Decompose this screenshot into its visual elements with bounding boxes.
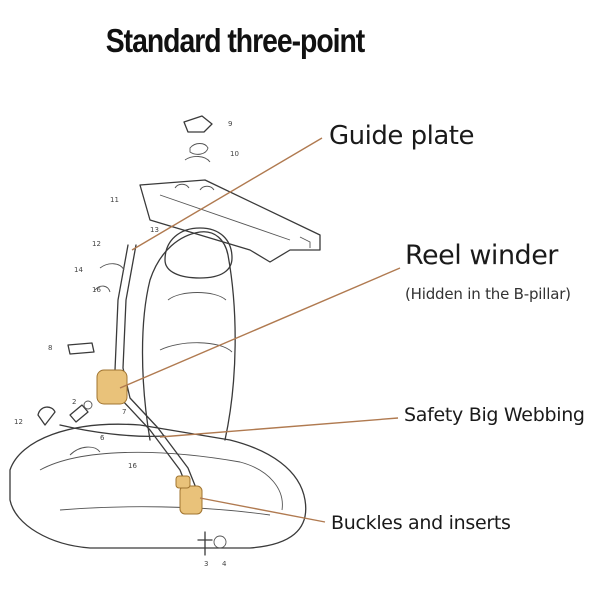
leader-reel-winder bbox=[119, 267, 401, 389]
callout-guide-plate: Guide plate bbox=[329, 121, 474, 151]
part-number: 16 bbox=[128, 462, 137, 470]
callout-webbing: Safety Big Webbing bbox=[404, 404, 585, 426]
part-number: 12 bbox=[14, 418, 23, 426]
reel-winder-highlight bbox=[96, 369, 128, 405]
part-number: 11 bbox=[110, 196, 119, 204]
seat-cushion-inner bbox=[39, 451, 283, 511]
seat-backrest bbox=[141, 231, 236, 441]
part-number: 16 bbox=[92, 286, 101, 294]
part-number: 3 bbox=[204, 560, 208, 568]
part-number: 9 bbox=[228, 120, 232, 128]
diagram-title: Standard three-point bbox=[105, 22, 365, 59]
part-number: 7 bbox=[122, 408, 126, 416]
part-number: 13 bbox=[150, 226, 159, 234]
part-number: 6 bbox=[100, 434, 105, 442]
headrest bbox=[164, 227, 233, 279]
part-number: 2 bbox=[72, 398, 76, 406]
buckle-top-highlight bbox=[175, 475, 191, 489]
leader-webbing bbox=[159, 417, 399, 438]
seat-cushion bbox=[9, 423, 307, 549]
callout-reel-winder: Reel winder bbox=[405, 240, 558, 271]
part-number: 12 bbox=[92, 240, 101, 248]
part-number: 4 bbox=[222, 560, 227, 568]
part-number: 8 bbox=[48, 344, 52, 352]
leader-guide-plate bbox=[131, 137, 323, 251]
callout-buckles: Buckles and inserts bbox=[331, 512, 511, 534]
callout-reel-winder-note: (Hidden in the B-pillar) bbox=[405, 285, 571, 303]
leader-buckles bbox=[199, 497, 326, 523]
buckle-highlight bbox=[179, 485, 203, 515]
part-number: 14 bbox=[74, 266, 83, 274]
part-number: 10 bbox=[230, 150, 239, 158]
b-pillar-rail bbox=[139, 179, 321, 263]
belt-webbing-lap bbox=[59, 424, 166, 438]
guide-plate-part bbox=[183, 115, 213, 133]
